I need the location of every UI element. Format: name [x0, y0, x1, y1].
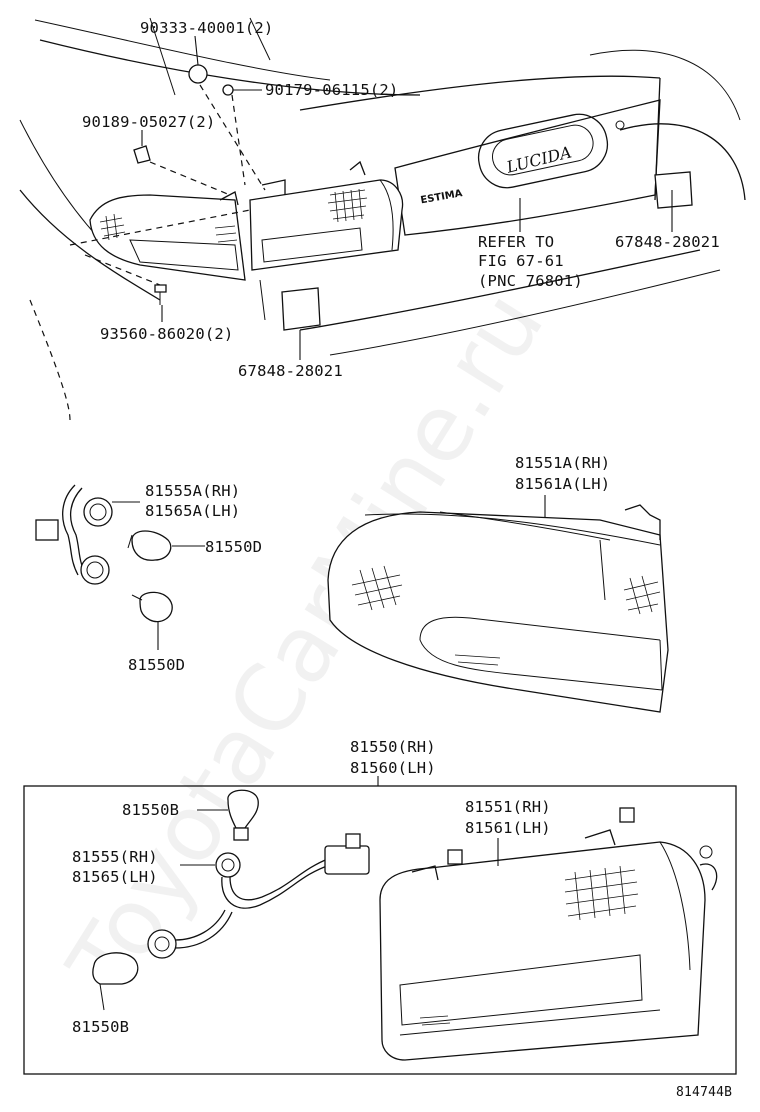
- grommet-icon: [188, 64, 208, 84]
- label-81565a-lh: 81565A(LH): [145, 502, 240, 520]
- inner-lamp-81551: [379, 807, 718, 1061]
- figure-code: 814744B: [676, 1085, 732, 1100]
- label-81551a-rh: 81551A(RH): [515, 454, 610, 472]
- grommet-pad-right: [654, 171, 693, 209]
- bulb-81550d-bottom-icon: [131, 591, 173, 623]
- label-90179-06115: 90179-06115(2): [265, 81, 398, 99]
- label-90189-05027: 90189-05027(2): [82, 113, 215, 131]
- outer-lamp-81551a: [327, 504, 669, 713]
- label-81561-lh: 81561(LH): [465, 819, 551, 837]
- grommet-pad-bottom: [281, 287, 321, 331]
- leaders-top: [141, 35, 673, 360]
- label-81561a-lh: 81561A(LH): [515, 475, 610, 493]
- label-81550-rh: 81550(RH): [350, 738, 436, 756]
- label-81555-rh: 81555(RH): [72, 848, 158, 866]
- label-67848-28021-bottom: 67848-28021: [238, 362, 343, 380]
- label-90333-40001: 90333-40001(2): [140, 19, 273, 37]
- label-fig-67-61: FIG 67-61: [478, 252, 564, 270]
- label-93560-86020: 93560-86020(2): [100, 325, 233, 343]
- label-81555a-rh: 81555A(RH): [145, 482, 240, 500]
- inner-lamp-assembly-top: [249, 160, 404, 271]
- label-81550b-top: 81550B: [122, 801, 179, 819]
- label-81560-lh: 81560(LH): [350, 759, 436, 777]
- socket-wire-81555: [147, 833, 370, 959]
- lucida-emblem: LUCIDA: [477, 113, 609, 189]
- lucida-text: LUCIDA: [504, 142, 574, 177]
- label-refer-to: REFER TO: [478, 233, 554, 251]
- label-pnc-76801: (PNC 76801): [478, 272, 583, 290]
- label-81565-lh: 81565(LH): [72, 868, 158, 886]
- label-67848-28021-right: 67848-28021: [615, 233, 720, 251]
- socket-wire-81555a: [35, 484, 113, 585]
- clip-icon: [133, 145, 151, 164]
- vehicle-rear-body: [19, 17, 746, 421]
- label-81550d-top: 81550D: [205, 538, 262, 556]
- screw-icon: [154, 284, 167, 293]
- outer-lamp-assembly-top: [89, 191, 246, 281]
- nut-icon: [222, 84, 234, 96]
- assembly-box: [23, 785, 737, 1075]
- label-81550b-bottom: 81550B: [72, 1018, 129, 1036]
- bulb-81550b-bottom-icon: [92, 952, 139, 1011]
- label-81551-rh: 81551(RH): [465, 798, 551, 816]
- label-81550d-bottom: 81550D: [128, 656, 185, 674]
- bulb-81550b-top-icon: [227, 789, 259, 841]
- estima-emblem: ESTIMA: [420, 188, 464, 206]
- bulb-81550d-top-icon: [127, 530, 172, 561]
